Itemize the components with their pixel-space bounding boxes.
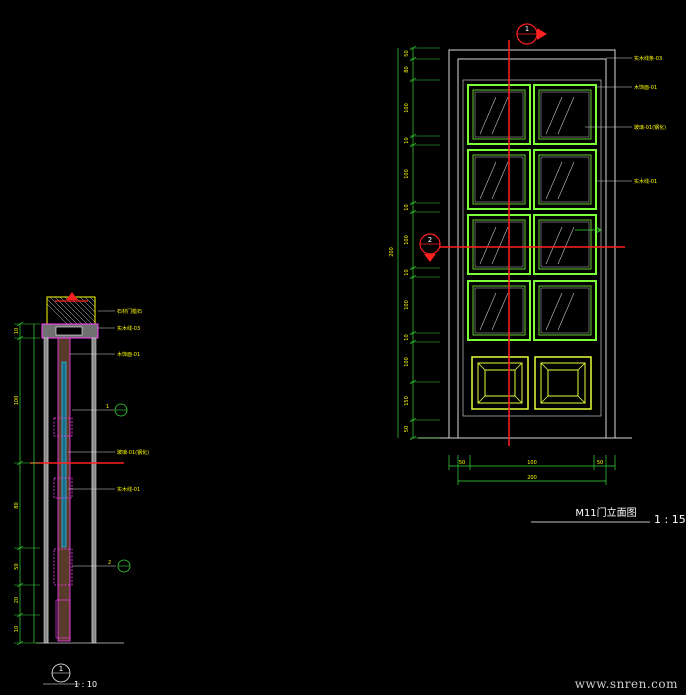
elevation-title-block: M11门立面图 1 : 15 (531, 506, 686, 526)
section-callout-a-text: 1 (106, 404, 109, 410)
door-section: 10 100 80 50 20 10 石材门槛石 实木线-03 木饰面-01 1 玻璃-0… (14, 292, 149, 689)
glass-pane (533, 149, 597, 210)
bottom-dim-center: 100 (527, 460, 537, 466)
door-elevation: 1 2 200 50 80 100 10 100 10 100 10 100 10 100 150 50 (389, 23, 686, 526)
section-callout-threshold: 石材门槛石 (117, 308, 142, 315)
bottom-dim-right: 50 (597, 460, 603, 466)
detail-bubble-a (114, 403, 128, 417)
glass-pane (533, 84, 597, 145)
door-inner-frame (457, 58, 607, 439)
bottom-dim-total: 200 (527, 475, 537, 481)
glass-pane (467, 280, 531, 341)
callout-glass-01: 玻璃-01(钢化) (634, 124, 666, 131)
elevation-callouts: 实木线条-03 木饰面-01 玻璃-01(钢化) 实木线-01 (585, 55, 666, 185)
swing-arrow-head (595, 226, 602, 234)
glass-pane (533, 214, 597, 275)
elevation-dim-label: 10 (404, 334, 410, 340)
detail-bubble-b (117, 559, 131, 573)
lower-panel-right (534, 356, 592, 410)
section-marker-left: 2 (419, 233, 441, 262)
elevation-dim-label: 100 (404, 235, 410, 245)
section-callout-moulding-03: 实木线-03 (117, 325, 140, 332)
section-glass-strip (61, 361, 67, 548)
glass-pane (467, 84, 531, 145)
door-outer-frame (448, 49, 616, 439)
section-callout-moulding-01: 实木线-01 (117, 486, 140, 493)
elevation-bottom-dimensions: 50 100 50 200 (448, 455, 616, 485)
section-dim-label: 100 (14, 396, 20, 406)
section-left-dimensions: 10 100 80 50 20 10 (14, 321, 40, 646)
elevation-total-height: 200 (389, 247, 395, 257)
door-leaf (462, 79, 602, 417)
bottom-dim-left: 50 (459, 460, 465, 466)
section-title-marker: 1 (59, 665, 63, 673)
elevation-left-dimensions: 200 50 80 100 10 100 10 100 10 100 10 100 150 50 (389, 45, 440, 441)
elevation-dim-label: 50 (404, 426, 410, 432)
section-dim-label: 50 (14, 563, 20, 569)
section-dim-label: 10 (14, 328, 20, 334)
section-marker-left-label: 2 (428, 236, 432, 244)
section-marker-top-label: 1 (525, 25, 529, 33)
section-callout-b-text: 2 (108, 560, 111, 566)
glass-pane (533, 280, 597, 341)
callout-moulding-03: 实木线条-03 (634, 55, 662, 62)
elevation-dim-label: 10 (404, 137, 410, 143)
elevation-dim-label: 100 (404, 103, 410, 113)
elevation-dim-label: 100 (404, 300, 410, 310)
section-lower-panel (53, 548, 73, 586)
glass-pane (467, 149, 531, 210)
section-jamb-right (91, 337, 97, 644)
elevation-dim-label: 100 (404, 357, 410, 367)
glass-pane-grid (467, 84, 597, 341)
section-dim-label: 10 (14, 626, 20, 632)
elevation-dim-label: 10 (404, 269, 410, 275)
section-callout-glass: 玻璃-01(钢化) (117, 449, 149, 456)
glass-pane (467, 214, 531, 275)
elevation-dim-label: 80 (404, 66, 410, 72)
elevation-dim-label: 150 (404, 396, 410, 406)
section-title-block: 1 1 : 10 (43, 663, 97, 689)
lower-panel-left (471, 356, 529, 410)
section-callouts: 石材门槛石 实木线-03 木饰面-01 1 玻璃-01(钢化) 实木线-01 2 (68, 308, 149, 573)
callout-moulding-01: 实木线-01 (634, 178, 657, 185)
elevation-title: M11门立面图 (575, 506, 636, 519)
section-callout-veneer-01: 木饰面-01 (117, 351, 140, 358)
elevation-dim-label: 50 (404, 50, 410, 56)
section-jamb-left (43, 337, 49, 644)
elevation-dim-label: 10 (404, 204, 410, 210)
section-head-hatch (46, 296, 96, 325)
section-scale: 1 : 10 (74, 680, 97, 689)
section-marker-top: 1 (516, 23, 547, 45)
elevation-dim-label: 100 (404, 169, 410, 179)
elevation-scale: 1 : 15 (654, 513, 686, 526)
callout-veneer-01: 木饰面-01 (634, 84, 657, 91)
section-dim-label: 20 (14, 597, 20, 603)
watermark: www.snren.com (574, 677, 678, 691)
section-dim-label: 80 (14, 502, 20, 508)
